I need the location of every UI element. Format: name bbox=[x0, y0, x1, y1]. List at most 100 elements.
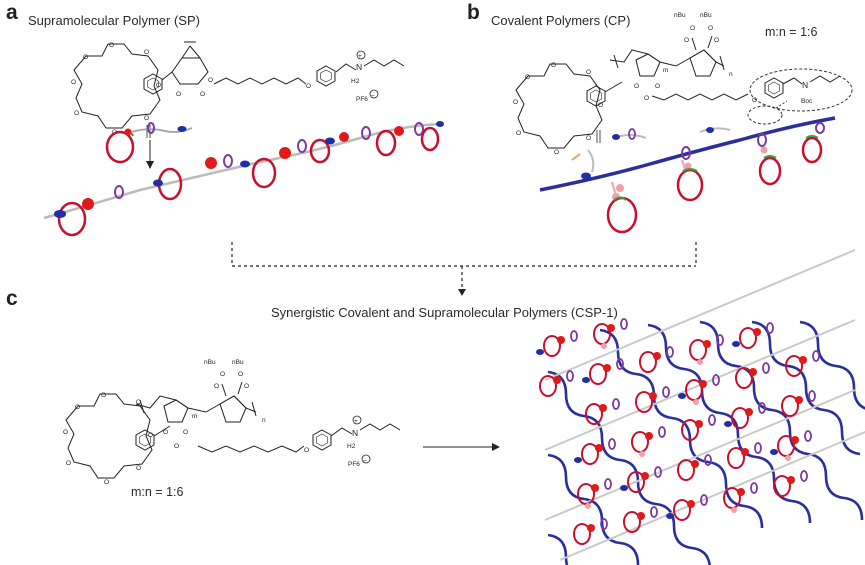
blue-ellipsoid-icon bbox=[678, 393, 686, 399]
svg-text:N: N bbox=[356, 62, 362, 72]
covalent-backbone bbox=[799, 320, 865, 410]
macrocycle-ring-icon bbox=[773, 475, 791, 497]
benzo-ring-c bbox=[135, 429, 155, 451]
benzo-ring-b bbox=[586, 85, 606, 107]
linker-ring-icon bbox=[808, 390, 816, 402]
linker-ring-icon bbox=[804, 430, 812, 442]
red-bead-icon bbox=[745, 408, 753, 416]
panel-letter-b: b bbox=[467, 1, 480, 24]
pink-bead-icon bbox=[785, 455, 791, 461]
svg-text:+: + bbox=[354, 418, 358, 425]
svg-text:O: O bbox=[238, 371, 243, 378]
svg-text:O: O bbox=[214, 383, 219, 390]
macrocycle-ring-icon bbox=[543, 335, 561, 357]
linker-ring-icon bbox=[766, 322, 774, 334]
red-bead-icon bbox=[691, 460, 699, 468]
linker-ring-icon bbox=[612, 398, 620, 410]
subscript-n-c: n bbox=[262, 417, 266, 424]
monomer-cartoon-a bbox=[105, 122, 193, 164]
red-bead-icon bbox=[645, 432, 653, 440]
red-bead-icon bbox=[695, 420, 703, 428]
svg-text:N: N bbox=[352, 428, 358, 438]
macrocycle-ring-icon bbox=[781, 395, 799, 417]
subscript-n-b: n bbox=[729, 71, 733, 78]
red-bead-icon bbox=[587, 524, 595, 532]
macrocycle-ring-icon bbox=[639, 351, 657, 373]
panel-b-structure: m n O O O O nBu nBu O O O O N Boc bbox=[512, 12, 853, 157]
ammonium-label-a: H2 bbox=[351, 78, 360, 85]
panel-b-title: Covalent Polymers (CP) bbox=[491, 13, 631, 28]
linker-ring-icon bbox=[604, 478, 612, 490]
network-cartoon-c bbox=[536, 249, 865, 565]
crown-ether-b bbox=[512, 61, 604, 157]
red-bead-icon bbox=[595, 444, 603, 452]
red-bead-icon bbox=[553, 376, 561, 384]
macrocycle-ring-icon bbox=[635, 391, 653, 413]
butyl-label-b2: nBu bbox=[700, 12, 712, 19]
covalent-backbone bbox=[547, 370, 711, 565]
butyl-label-c1: nBu bbox=[204, 359, 216, 366]
boc-label: Boc bbox=[801, 98, 813, 105]
linker-ring-icon bbox=[616, 358, 624, 370]
supramolecular-chain bbox=[559, 431, 865, 561]
svg-text:–: – bbox=[371, 92, 375, 99]
macrocycle-ring-icon bbox=[539, 375, 557, 397]
panel-letter-c: c bbox=[6, 287, 18, 310]
blue-ellipsoid-icon bbox=[666, 513, 674, 519]
covalent-backbone bbox=[547, 453, 640, 565]
red-bead-icon bbox=[641, 472, 649, 480]
linker-ring-icon bbox=[754, 442, 762, 454]
crown-ether-a bbox=[70, 41, 162, 137]
macrocycle-ring-icon bbox=[585, 403, 603, 425]
benzyl-ring-b bbox=[764, 77, 784, 99]
blue-ellipsoid-icon bbox=[574, 457, 582, 463]
linker-ring-icon bbox=[666, 346, 674, 358]
macrocycle-ring-icon bbox=[677, 459, 695, 481]
red-bead-icon bbox=[799, 356, 807, 364]
pink-bead-icon bbox=[697, 359, 703, 365]
red-bead-icon bbox=[703, 340, 711, 348]
red-bead-icon bbox=[603, 364, 611, 372]
butyl-label-b1: nBu bbox=[674, 12, 686, 19]
panel-b-ratio: m:n = 1:6 bbox=[765, 25, 818, 39]
benzyl-ring-a bbox=[316, 65, 336, 87]
macrocycle-ring-icon bbox=[739, 327, 757, 349]
svg-text:O: O bbox=[655, 83, 660, 90]
macrocycle-ring-icon bbox=[589, 363, 607, 385]
panel-a-structure: O O O O N + H2 PF6 – bbox=[70, 41, 405, 138]
svg-text:–: – bbox=[363, 457, 367, 464]
linker-ring-icon bbox=[566, 370, 574, 382]
benzyl-ring-c bbox=[312, 429, 332, 451]
blue-ellipsoid-icon bbox=[732, 341, 740, 347]
red-bead-icon bbox=[699, 380, 707, 388]
macrocycle-ring-icon bbox=[681, 419, 699, 441]
arrow-down-icon bbox=[458, 289, 466, 296]
linker-ring-icon bbox=[570, 330, 578, 342]
macrocycle-ring-icon bbox=[731, 407, 749, 429]
red-bead-icon bbox=[653, 352, 661, 360]
linker-ring-icon bbox=[700, 494, 708, 506]
linker-ring-icon bbox=[762, 362, 770, 374]
supramolecular-chain bbox=[544, 249, 856, 381]
svg-text:O: O bbox=[176, 91, 181, 98]
blue-ellipsoid-icon bbox=[770, 449, 778, 455]
panel-a-title: Supramolecular Polymer (SP) bbox=[28, 13, 200, 28]
supramolecular-chain-a bbox=[43, 121, 444, 237]
red-bead-icon bbox=[557, 336, 565, 344]
pink-bead-icon bbox=[601, 343, 607, 349]
linker-ring-icon bbox=[712, 374, 720, 386]
subscript-m-c: m bbox=[192, 413, 197, 420]
svg-text:O: O bbox=[208, 77, 213, 84]
macrocycle-ring-icon bbox=[727, 447, 745, 469]
svg-text:O: O bbox=[634, 83, 639, 90]
ammonium-label-c: H2 bbox=[347, 443, 356, 450]
macrocycle-ring-icon bbox=[735, 367, 753, 389]
panel-c-title: Synergistic Covalent and Supramolecular … bbox=[271, 305, 618, 320]
svg-text:O: O bbox=[304, 447, 309, 454]
pink-bead-icon bbox=[693, 399, 699, 405]
blue-ellipsoid-icon bbox=[620, 485, 628, 491]
svg-text:O: O bbox=[708, 25, 713, 32]
macrocycle-ring-icon bbox=[785, 355, 803, 377]
red-bead-icon bbox=[787, 476, 795, 484]
